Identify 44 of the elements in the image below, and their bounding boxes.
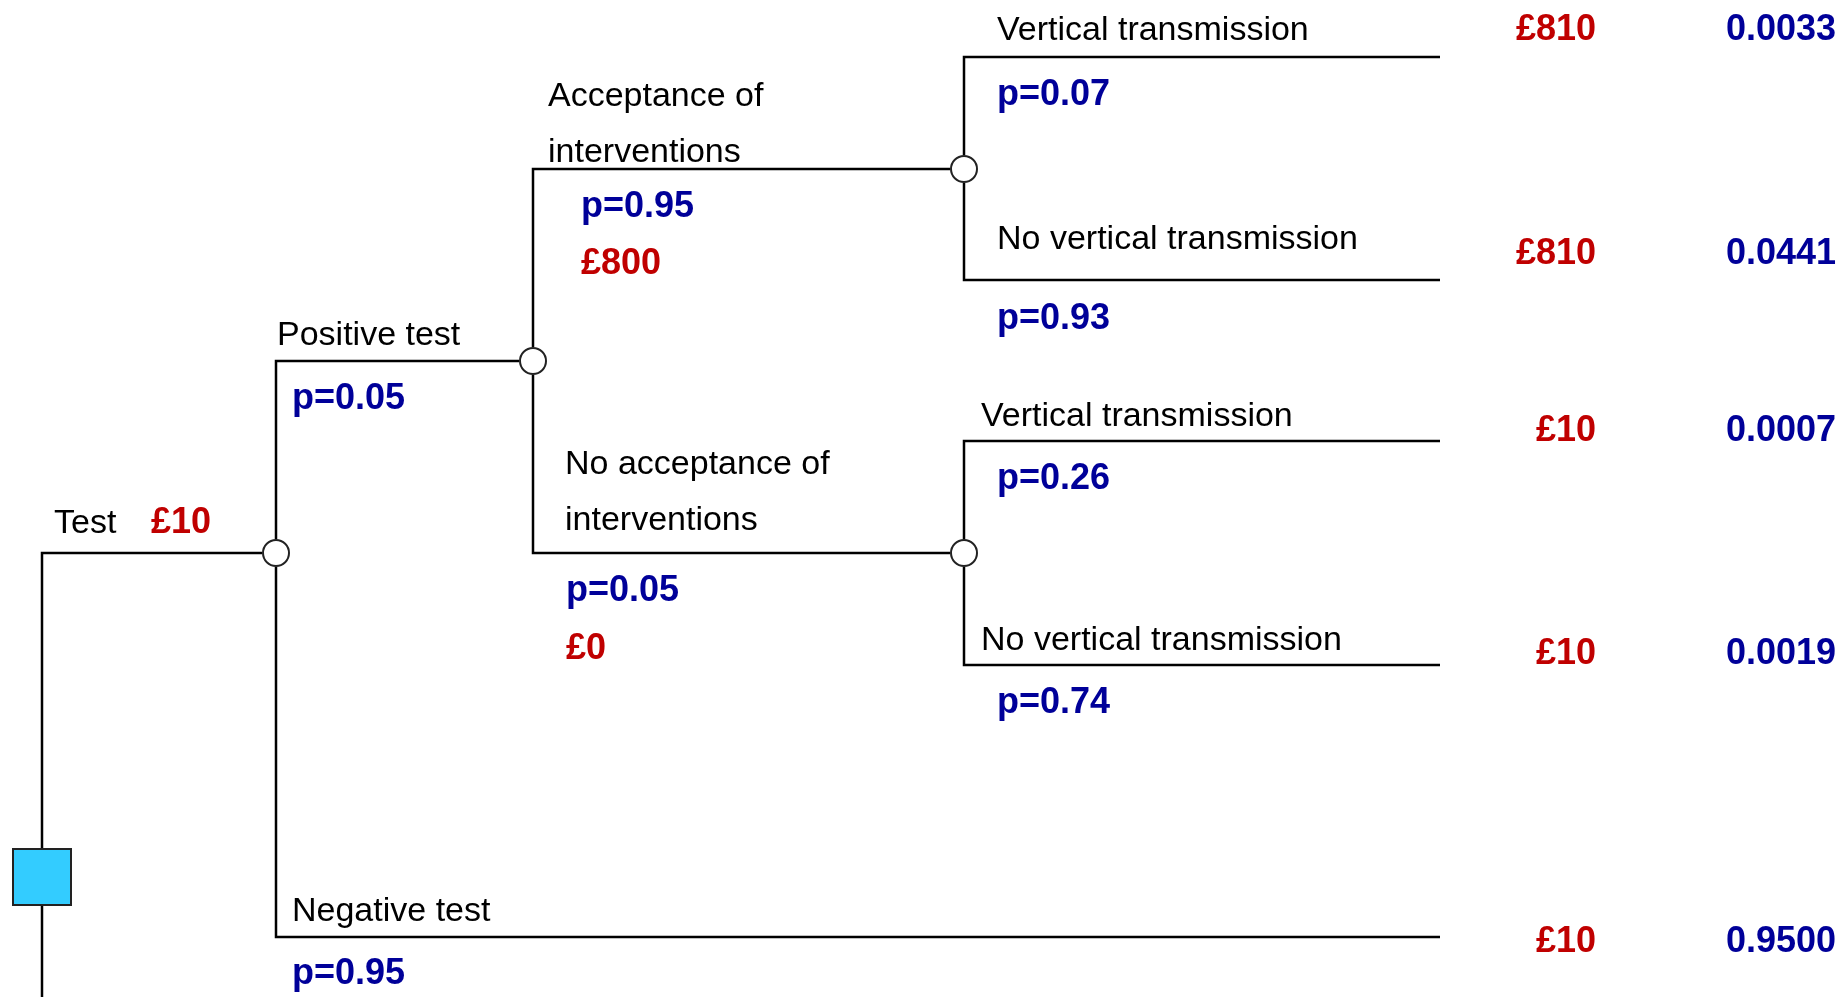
branch-line [274,359,519,539]
branch-label: No acceptance of interventions [565,442,831,539]
branch-label: Test [54,501,117,541]
chance-node [519,347,547,375]
probability-label: p=0.07 [997,73,1111,113]
probability-label: p=0.93 [997,297,1111,337]
cost-label: £0 [566,627,607,667]
probability-label: p=0.95 [581,185,695,225]
payoff-cost: £810 [1515,8,1596,48]
probability-label: p=0.26 [997,457,1111,497]
branch-label: Positive test [277,313,461,353]
cost-label: £800 [581,242,662,282]
cost-label: £10 [151,501,212,541]
outcome-probability: 0.0019 [1725,632,1836,672]
outcome-probability: 0.9500 [1725,920,1836,960]
probability-label: p=0.95 [292,952,406,992]
branch-label: No vertical transmission [981,618,1342,658]
payoff-cost: £10 [1535,409,1596,449]
outcome-probability: 0.0033 [1725,8,1836,48]
decision-node [12,848,72,906]
branch-line [962,567,1440,667]
branch-label: No vertical transmission [997,217,1358,257]
payoff-cost: £10 [1535,920,1596,960]
chance-node [262,539,290,567]
chance-node [950,155,978,183]
branch-line [962,183,1440,282]
probability-label: p=0.74 [997,681,1111,721]
branch-line [531,167,950,347]
probability-label: p=0.05 [292,377,406,417]
branch-label: Acceptance of interventions [548,74,765,171]
chance-node [950,539,978,567]
payoff-cost: £10 [1535,632,1596,672]
branch-line [962,439,1440,539]
outcome-probability: 0.0441 [1725,232,1836,272]
branch-label: Vertical transmission [981,394,1293,434]
branch-line [962,55,1440,155]
outcome-probability: 0.0007 [1725,409,1836,449]
branch-line [40,551,262,848]
payoff-cost: £810 [1515,232,1596,272]
branch-label: Negative test [292,889,491,929]
branch-line [531,375,950,555]
branch-label: Vertical transmission [997,8,1309,48]
probability-label: p=0.05 [566,569,680,609]
branch-line [274,567,1440,939]
